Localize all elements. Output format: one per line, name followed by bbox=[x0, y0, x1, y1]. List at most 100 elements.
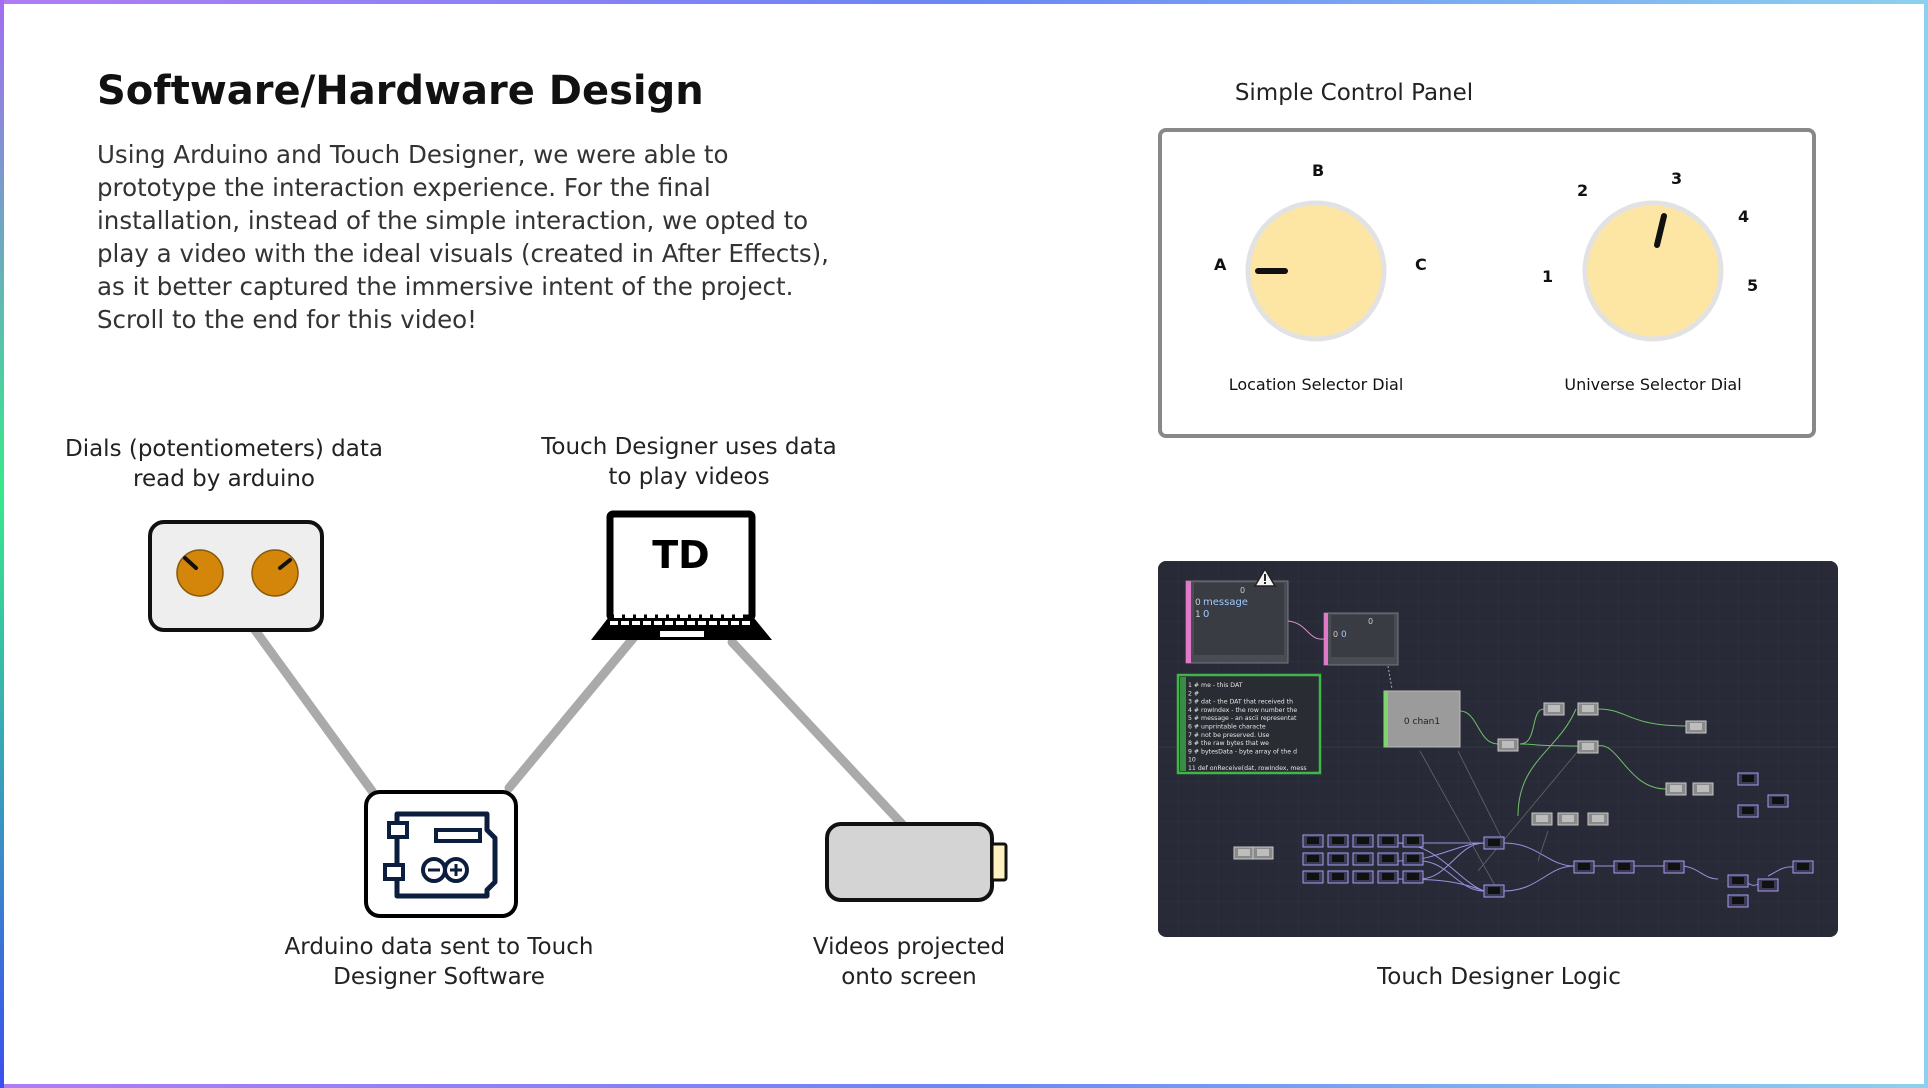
location-selector-dial[interactable]: A B C Location Selector Dial bbox=[1214, 161, 1427, 394]
code-line: 1 # me - this DAT bbox=[1188, 682, 1243, 689]
projector-caption: Videos projected onto screen bbox=[812, 934, 1006, 990]
universe-dial-pointer bbox=[1654, 213, 1667, 248]
td-operator-viewer bbox=[1732, 897, 1744, 904]
code-line: 2 # bbox=[1188, 690, 1199, 697]
td-operator-viewer bbox=[1742, 807, 1754, 814]
code-line: 4 # rowIndex - the row number the bbox=[1188, 707, 1297, 714]
td-operator-viewer bbox=[1407, 855, 1419, 862]
location-tick-c: C bbox=[1415, 255, 1427, 274]
svg-text:0 chan1: 0 chan1 bbox=[1404, 717, 1440, 727]
td-operator-viewer bbox=[1592, 815, 1604, 822]
universe-dial-label: Universe Selector Dial bbox=[1564, 375, 1741, 394]
td-logic-caption: Touch Designer Logic bbox=[1377, 964, 1621, 990]
universe-tick-3: 3 bbox=[1671, 169, 1682, 188]
control-panel: A B C Location Selector Dial 1 2 3 4 5 U… bbox=[1158, 128, 1816, 438]
code-line: 6 # unprintable characte bbox=[1188, 724, 1266, 731]
laptop-icon: TD bbox=[591, 510, 772, 640]
code-line: 7 # not be preserved. Use bbox=[1188, 732, 1270, 739]
location-tick-a: A bbox=[1214, 255, 1227, 274]
td-operator-viewer bbox=[1536, 815, 1548, 822]
code-line: 5 # message - an ascii representat bbox=[1188, 715, 1297, 722]
td-operator-viewer bbox=[1582, 743, 1594, 750]
svg-text:0: 0 bbox=[1240, 586, 1245, 595]
td-operator-viewer bbox=[1357, 873, 1369, 880]
arduino-caption: Arduino data sent to Touch Designer Soft… bbox=[284, 934, 594, 990]
td-operator-viewer bbox=[1407, 837, 1419, 844]
td-operator-viewer bbox=[1797, 863, 1809, 870]
td-operator-viewer bbox=[1582, 705, 1594, 712]
dials-box bbox=[148, 520, 324, 632]
dim-wires bbox=[1419, 750, 1579, 892]
td-network-svg: 0 0 message 1 0 0 0 0 bbox=[1158, 561, 1838, 937]
td-operator-viewer bbox=[1732, 877, 1744, 884]
td-operator-viewer bbox=[1772, 797, 1784, 804]
intro-paragraph: Using Arduino and Touch Designer, we wer… bbox=[97, 140, 829, 334]
warning-icon bbox=[1253, 567, 1277, 587]
universe-tick-4: 4 bbox=[1738, 207, 1749, 226]
td-operator-viewer bbox=[1332, 873, 1344, 880]
connector-dials-arduino bbox=[247, 621, 377, 796]
code-line: 10 bbox=[1188, 757, 1196, 764]
td-operator-viewer bbox=[1742, 775, 1754, 782]
td-operator-viewer bbox=[1548, 705, 1560, 712]
svg-text:1: 1 bbox=[1195, 610, 1201, 620]
svg-text:0: 0 bbox=[1195, 598, 1201, 608]
td-caption: Touch Designer uses data to play videos bbox=[541, 434, 837, 490]
projector-icon bbox=[825, 822, 1008, 902]
td-operator-viewer bbox=[1307, 855, 1319, 862]
td-operator-viewer bbox=[1407, 873, 1419, 880]
td-node-cluster bbox=[1233, 702, 1814, 908]
td-operator-viewer bbox=[1690, 723, 1702, 730]
universe-tick-1: 1 bbox=[1542, 267, 1553, 286]
dial-knob-right bbox=[251, 549, 299, 597]
location-dial-label: Location Selector Dial bbox=[1229, 375, 1404, 394]
code-line: 3 # dat - the DAT that received th bbox=[1188, 699, 1293, 706]
dials-caption: Dials (potentiometers) data read by ardu… bbox=[64, 436, 383, 492]
td-operator-viewer bbox=[1307, 873, 1319, 880]
connector-arduino-td bbox=[504, 631, 640, 793]
td-dat-message[interactable]: 0 0 message 1 0 bbox=[1185, 580, 1289, 664]
svg-text:0: 0 bbox=[1203, 609, 1209, 620]
td-operator-viewer bbox=[1670, 785, 1682, 792]
td-operator-viewer bbox=[1332, 837, 1344, 844]
svg-text:message: message bbox=[1203, 597, 1248, 608]
code-line: 11 def onReceive(dat, rowIndex, mess bbox=[1188, 765, 1307, 772]
td-operator-viewer bbox=[1618, 863, 1630, 870]
td-dat-output[interactable]: 0 0 0 bbox=[1323, 612, 1399, 666]
td-operator-viewer bbox=[1382, 837, 1394, 844]
code-line: 8 # the raw bytes that we bbox=[1188, 740, 1269, 747]
td-operator-viewer bbox=[1257, 849, 1269, 856]
code-line: 9 # bytesData - byte array of the d bbox=[1188, 748, 1297, 755]
td-operator-viewer bbox=[1307, 837, 1319, 844]
td-operator-viewer bbox=[1502, 741, 1514, 748]
page-title: Software/Hardware Design bbox=[97, 68, 704, 114]
flow-diagram: TD bbox=[148, 510, 1008, 918]
td-operator-viewer bbox=[1668, 863, 1680, 870]
td-operator-viewer bbox=[1382, 873, 1394, 880]
td-operator-viewer bbox=[1357, 837, 1369, 844]
td-operator-viewer bbox=[1357, 855, 1369, 862]
td-operator-viewer bbox=[1578, 863, 1590, 870]
chop-wires bbox=[1459, 708, 1687, 817]
td-operator-viewer bbox=[1488, 887, 1500, 894]
td-operator-viewer bbox=[1762, 881, 1774, 888]
laptop-td-label: TD bbox=[652, 533, 709, 577]
td-operator-viewer bbox=[1488, 839, 1500, 846]
td-chop-chan1[interactable]: 0 chan1 bbox=[1383, 690, 1461, 748]
svg-text:0: 0 bbox=[1341, 630, 1347, 640]
control-panel-svg: A B C Location Selector Dial 1 2 3 4 5 U… bbox=[1214, 161, 1758, 394]
location-tick-b: B bbox=[1312, 161, 1324, 180]
svg-text:0: 0 bbox=[1333, 630, 1338, 639]
universe-tick-2: 2 bbox=[1577, 181, 1588, 200]
td-operator-viewer bbox=[1562, 815, 1574, 822]
td-operator-viewer bbox=[1332, 855, 1344, 862]
control-panel-title: Simple Control Panel bbox=[1234, 80, 1474, 106]
td-operator-viewer bbox=[1382, 855, 1394, 862]
universe-selector-dial[interactable]: 1 2 3 4 5 Universe Selector Dial bbox=[1542, 169, 1758, 394]
arduino-icon bbox=[364, 790, 518, 918]
td-logic-network: 0 0 message 1 0 0 0 0 bbox=[1158, 561, 1838, 937]
td-operator-viewer bbox=[1697, 785, 1709, 792]
